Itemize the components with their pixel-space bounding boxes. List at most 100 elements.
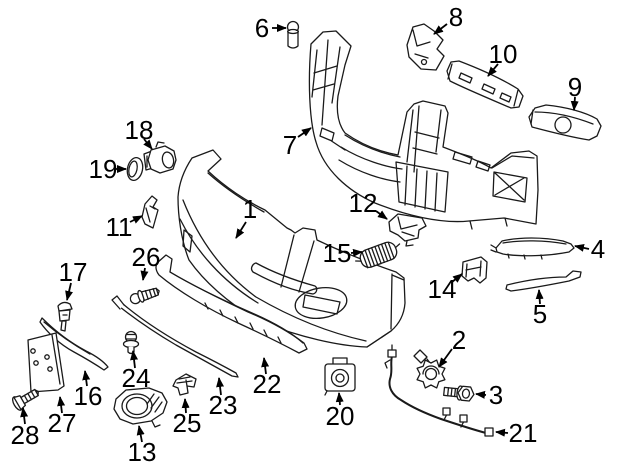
callout-5-label[interactable]: 5	[533, 299, 547, 329]
callout-3: 3	[475, 380, 503, 410]
callout-17-label[interactable]: 17	[59, 257, 88, 287]
callout-1-label[interactable]: 1	[243, 194, 257, 224]
part-side-absorber	[528, 104, 602, 141]
part-horn	[413, 349, 446, 389]
part-license-molding	[39, 317, 109, 371]
part-wiring-harness	[384, 344, 494, 437]
callout-10: 10	[487, 39, 518, 77]
leader-line-5	[535, 289, 544, 305]
leader-line-17	[65, 282, 73, 301]
leader-line-14	[451, 273, 463, 283]
callout-6-label[interactable]: 6	[255, 13, 269, 43]
leader-line-25	[181, 398, 190, 414]
callout-27-label[interactable]: 27	[48, 408, 77, 438]
leader-line-13	[136, 425, 145, 443]
callout-19-label[interactable]: 19	[89, 154, 118, 184]
callout-26-label[interactable]: 26	[132, 242, 161, 272]
callout-22: 22	[253, 357, 282, 399]
callout-22-label[interactable]: 22	[253, 369, 282, 399]
callout-17: 17	[59, 257, 88, 301]
callout-11-label[interactable]: 11	[106, 212, 133, 242]
callout-12: 12	[349, 188, 388, 220]
callout-13-label[interactable]: 13	[128, 437, 157, 467]
leader-line-24	[130, 350, 139, 369]
callout-9: 9	[568, 72, 582, 111]
part-hex-bolt	[443, 385, 475, 402]
part-flange-bolt	[122, 330, 140, 355]
leader-line-9	[570, 96, 579, 111]
part-mount-bracket	[461, 256, 488, 284]
leader-line-4	[574, 243, 590, 252]
part-fog-bezel	[113, 387, 168, 428]
callout-8-label[interactable]: 8	[449, 2, 463, 32]
part-trim-strip	[111, 295, 239, 378]
callout-1: 1	[235, 194, 257, 239]
part-device-box	[324, 357, 356, 396]
part-bumper-carrier	[308, 30, 539, 230]
leader-line-27	[57, 396, 66, 414]
callout-3-label[interactable]: 3	[489, 380, 503, 410]
part-upper-bracket	[406, 23, 445, 71]
part-upper-molding	[490, 237, 575, 260]
callout-25-label[interactable]: 25	[173, 408, 202, 438]
part-parking-sensor	[143, 141, 177, 174]
leader-line-3	[475, 390, 487, 399]
callout-4: 4	[574, 234, 605, 264]
callout-18: 18	[125, 115, 154, 150]
callout-8: 8	[433, 2, 463, 35]
callout-10-label[interactable]: 10	[489, 39, 518, 69]
callout-25: 25	[173, 398, 202, 438]
callout-19: 19	[89, 154, 127, 184]
callout-27: 27	[48, 396, 77, 438]
callout-9-label[interactable]: 9	[568, 72, 582, 102]
callout-15: 15	[323, 238, 363, 268]
leader-line-1	[235, 221, 247, 239]
part-impact-absorber	[446, 60, 524, 109]
part-screw-washer	[129, 287, 160, 305]
callout-5: 5	[533, 289, 547, 329]
callout-16: 16	[74, 370, 103, 411]
callout-28-label[interactable]: 28	[11, 420, 40, 450]
leader-line-22	[261, 357, 270, 375]
callout-16-label[interactable]: 16	[74, 381, 103, 411]
callout-4-label[interactable]: 4	[591, 234, 605, 264]
callout-23: 23	[209, 377, 238, 420]
callout-14-label[interactable]: 14	[428, 274, 457, 304]
part-sensor-grommet	[126, 156, 144, 182]
leader-line-23	[216, 377, 225, 396]
callout-2: 2	[438, 325, 466, 368]
callout-20: 20	[326, 392, 355, 431]
callout-7: 7	[283, 127, 312, 160]
callout-15-label[interactable]: 15	[323, 238, 352, 268]
part-lower-molding	[505, 270, 582, 292]
leader-line-26	[140, 267, 149, 281]
leader-line-10	[487, 63, 499, 77]
leader-line-11	[129, 215, 143, 224]
callout-12-label[interactable]: 12	[349, 188, 378, 218]
callout-23-label[interactable]: 23	[209, 390, 238, 420]
part-side-bracket	[141, 195, 159, 229]
part-lower-bracket	[388, 213, 427, 247]
callout-2-label[interactable]: 2	[452, 325, 466, 355]
part-holder-clip	[57, 301, 73, 332]
leader-line-7	[297, 127, 312, 138]
leader-line-16	[82, 370, 91, 387]
leader-line-28	[20, 407, 29, 425]
part-corrugated-hose	[355, 241, 401, 269]
callout-18-label[interactable]: 18	[125, 115, 154, 145]
callout-20-label[interactable]: 20	[326, 401, 355, 431]
leader-line-18	[143, 138, 153, 150]
leader-line-20	[335, 392, 344, 406]
callout-24-label[interactable]: 24	[122, 363, 151, 393]
part-plate-screw	[12, 388, 39, 411]
callout-7-label[interactable]: 7	[283, 130, 297, 160]
callout-24: 24	[122, 350, 151, 393]
leader-line-21	[495, 428, 509, 437]
callout-13: 13	[128, 425, 157, 467]
callout-21-label[interactable]: 21	[509, 418, 538, 448]
part-bumper-cover	[177, 149, 406, 348]
part-retainer-clip	[172, 373, 197, 396]
part-bolt-top	[286, 20, 300, 49]
callout-14: 14	[428, 273, 463, 304]
